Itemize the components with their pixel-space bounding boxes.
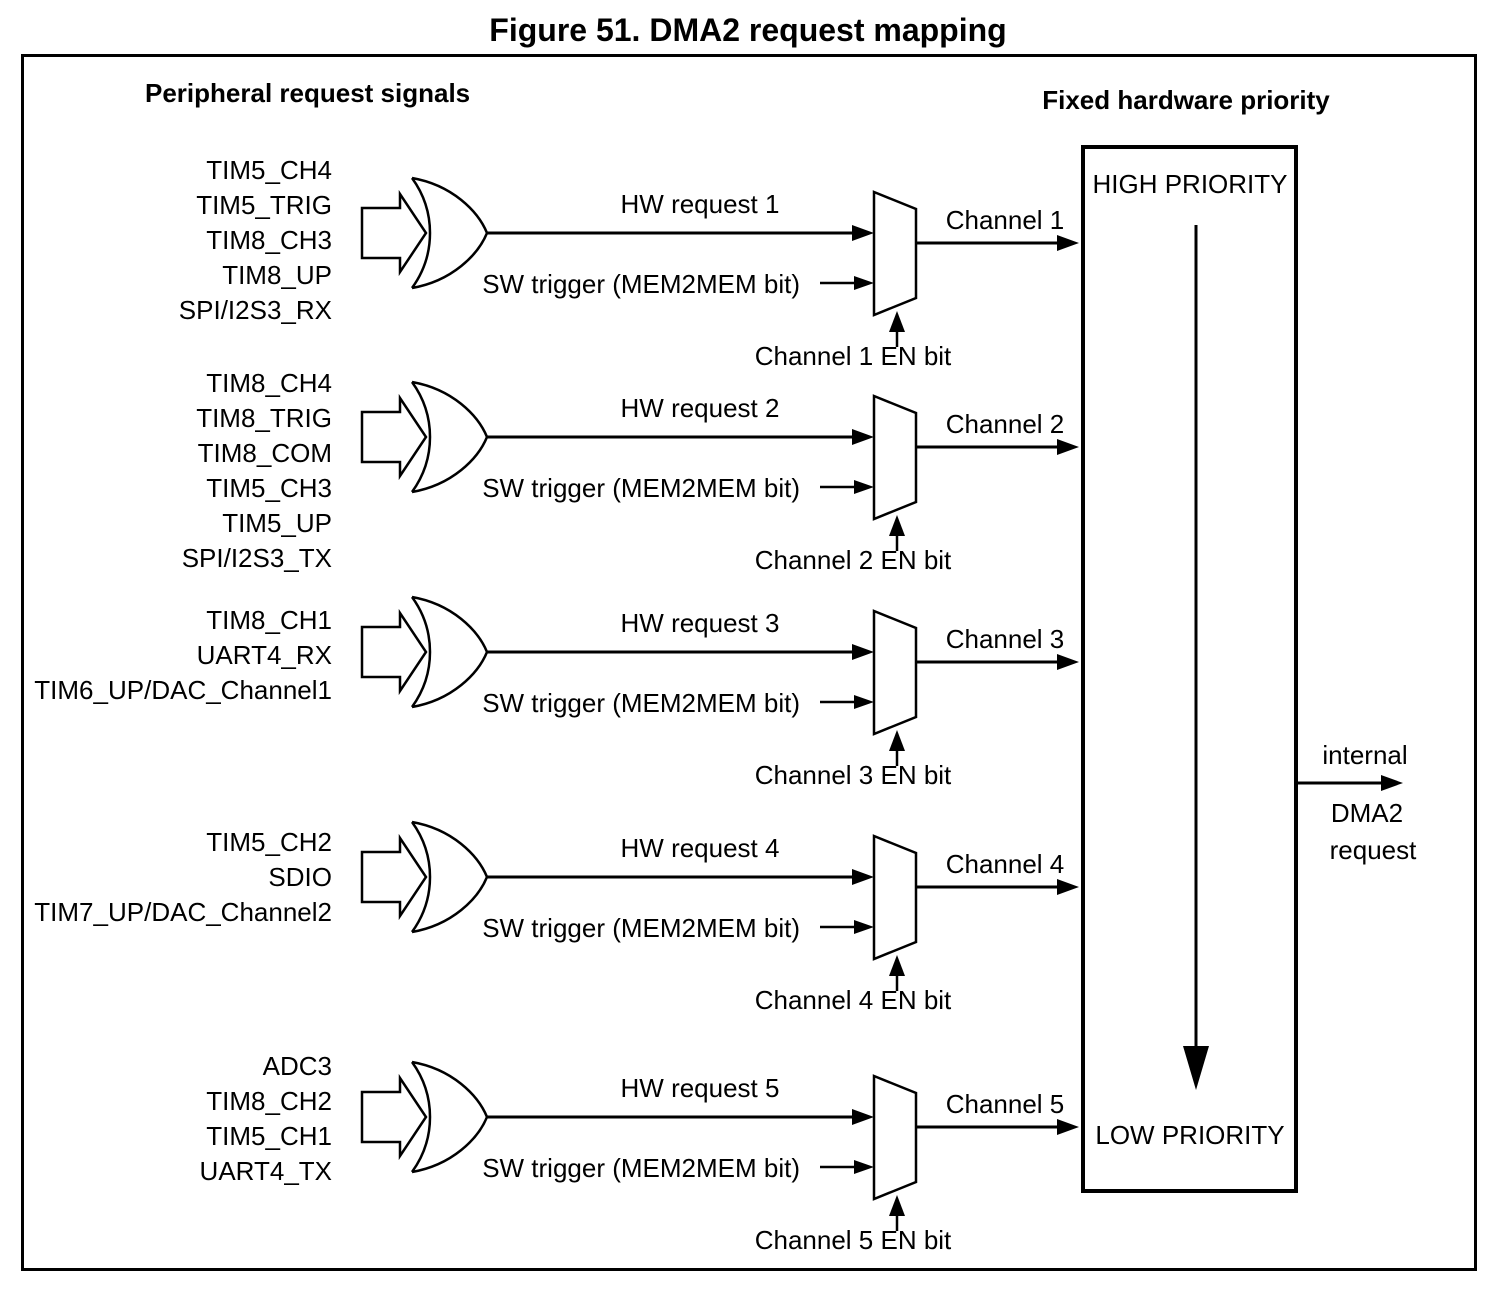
peripheral-signal-label: TIM8_CH4 bbox=[206, 368, 332, 398]
block-arrow-icon bbox=[360, 833, 428, 921]
channel-arrowhead-icon bbox=[1057, 439, 1079, 455]
dma2-request-arrow-head-icon bbox=[1381, 775, 1403, 791]
hw-request-arrowhead-icon bbox=[852, 1109, 874, 1125]
low-priority-label: LOW PRIORITY bbox=[1095, 1120, 1285, 1150]
en-bit-arrowhead-icon bbox=[889, 730, 905, 751]
peripheral-signal-label: TIM8_TRIG bbox=[196, 403, 332, 433]
diagram-border bbox=[21, 54, 1477, 1271]
or-gate-icon bbox=[410, 820, 489, 934]
or-gate-icon bbox=[410, 380, 489, 494]
hw-request-arrowhead-icon bbox=[852, 869, 874, 885]
fixed-priority-header: Fixed hardware priority bbox=[1042, 85, 1330, 115]
peripheral-signal-label: TIM5_TRIG bbox=[196, 189, 332, 220]
figure-title: Figure 51. DMA2 request mapping bbox=[489, 12, 1007, 48]
channel-label: Channel 5 bbox=[945, 1089, 1065, 1119]
channel-label: Channel 3 bbox=[945, 624, 1065, 654]
output-label-internal: internal bbox=[1322, 740, 1408, 770]
channel-mux bbox=[872, 834, 918, 961]
high-priority-label: HIGH PRIORITY bbox=[1092, 169, 1288, 199]
channel-label: Channel 2 bbox=[945, 409, 1065, 439]
sw-trigger-arrowhead-icon bbox=[854, 920, 874, 934]
block-arrow-icon bbox=[360, 1073, 428, 1161]
hw-request-arrowhead-icon bbox=[852, 225, 874, 241]
peripheral-signal-label: TIM6_UP/DAC_Channel1 bbox=[34, 674, 332, 705]
sw-trigger-arrowhead-icon bbox=[854, 1160, 874, 1174]
or-gate-icon bbox=[410, 595, 489, 709]
block-arrow-icon bbox=[360, 189, 428, 277]
channel-mux bbox=[872, 190, 918, 317]
peripheral-signal-label: TIM8_CH3 bbox=[206, 224, 332, 255]
channel-en-bit-label: Channel 2 EN bit bbox=[754, 545, 952, 575]
channel-mux bbox=[872, 609, 918, 736]
channel-en-bit-label: Channel 4 EN bit bbox=[754, 985, 952, 1015]
en-bit-arrowhead-icon bbox=[889, 1195, 905, 1216]
sw-trigger-label: SW trigger (MEM2MEM bit) bbox=[482, 269, 800, 299]
peripheral-signal-label: TIM5_CH2 bbox=[206, 826, 332, 857]
peripheral-signal-label: TIM5_CH3 bbox=[206, 473, 332, 503]
channel-label: Channel 1 bbox=[945, 205, 1065, 235]
sw-trigger-arrowhead-icon bbox=[854, 276, 874, 290]
hw-request-arrowhead-icon bbox=[852, 644, 874, 660]
sw-trigger-arrowhead-icon bbox=[854, 480, 874, 494]
peripheral-signal-label: TIM5_CH1 bbox=[206, 1121, 332, 1151]
channel-en-bit-label: Channel 3 EN bit bbox=[754, 760, 952, 790]
peripheral-signals-header: Peripheral request signals bbox=[145, 78, 471, 108]
peripheral-signal-label: TIM8_COM bbox=[197, 438, 332, 468]
channel-arrowhead-icon bbox=[1057, 879, 1079, 895]
channel-label: Channel 4 bbox=[945, 849, 1065, 879]
sw-trigger-label: SW trigger (MEM2MEM bit) bbox=[482, 1153, 800, 1183]
peripheral-signal-label: SDIO bbox=[268, 861, 332, 892]
block-arrow-icon bbox=[360, 608, 428, 696]
channel-arrowhead-icon bbox=[1057, 235, 1079, 251]
en-bit-arrowhead-icon bbox=[889, 515, 905, 536]
sw-trigger-label: SW trigger (MEM2MEM bit) bbox=[482, 688, 800, 718]
channel-arrowhead-icon bbox=[1057, 1119, 1079, 1135]
output-label-request: request bbox=[1329, 835, 1417, 865]
hw-request-label: HW request 5 bbox=[620, 1073, 780, 1103]
channel-en-bit-label: Channel 1 EN bit bbox=[754, 341, 952, 371]
sw-trigger-label: SW trigger (MEM2MEM bit) bbox=[482, 473, 800, 503]
or-gate-icon bbox=[410, 1060, 489, 1174]
hw-request-label: HW request 3 bbox=[620, 608, 780, 638]
channel-mux bbox=[872, 394, 918, 521]
or-gate-icon bbox=[410, 176, 489, 290]
priority-box bbox=[1081, 145, 1298, 1193]
peripheral-signal-label: ADC3 bbox=[262, 1051, 332, 1081]
peripheral-signal-label: TIM8_UP bbox=[222, 259, 332, 290]
hw-request-arrowhead-icon bbox=[852, 429, 874, 445]
hw-request-label: HW request 1 bbox=[620, 189, 780, 219]
block-arrow-icon bbox=[360, 393, 428, 481]
peripheral-signal-label: UART4_TX bbox=[199, 1156, 332, 1186]
peripheral-signal-label: UART4_RX bbox=[196, 639, 332, 670]
peripheral-signal-label: SPI/I2S3_RX bbox=[178, 294, 332, 325]
en-bit-arrowhead-icon bbox=[889, 955, 905, 976]
sw-trigger-label: SW trigger (MEM2MEM bit) bbox=[482, 913, 800, 943]
peripheral-signal-label: TIM8_CH1 bbox=[206, 604, 332, 635]
priority-arrow-head-icon bbox=[1183, 1046, 1209, 1090]
hw-request-label: HW request 4 bbox=[620, 833, 780, 863]
channel-mux bbox=[872, 1074, 918, 1201]
channel-arrowhead-icon bbox=[1057, 654, 1079, 670]
peripheral-signal-label: TIM7_UP/DAC_Channel2 bbox=[34, 896, 332, 927]
peripheral-signal-label: TIM5_UP bbox=[222, 508, 332, 538]
en-bit-arrowhead-icon bbox=[889, 311, 905, 332]
peripheral-signal-label: TIM8_CH2 bbox=[206, 1086, 332, 1116]
peripheral-signal-label: TIM5_CH4 bbox=[206, 154, 332, 185]
channel-en-bit-label: Channel 5 EN bit bbox=[754, 1225, 952, 1255]
sw-trigger-arrowhead-icon bbox=[854, 695, 874, 709]
peripheral-signal-label: SPI/I2S3_TX bbox=[181, 543, 332, 573]
output-label-dma2: DMA2 bbox=[1330, 798, 1404, 828]
hw-request-label: HW request 2 bbox=[620, 393, 780, 423]
